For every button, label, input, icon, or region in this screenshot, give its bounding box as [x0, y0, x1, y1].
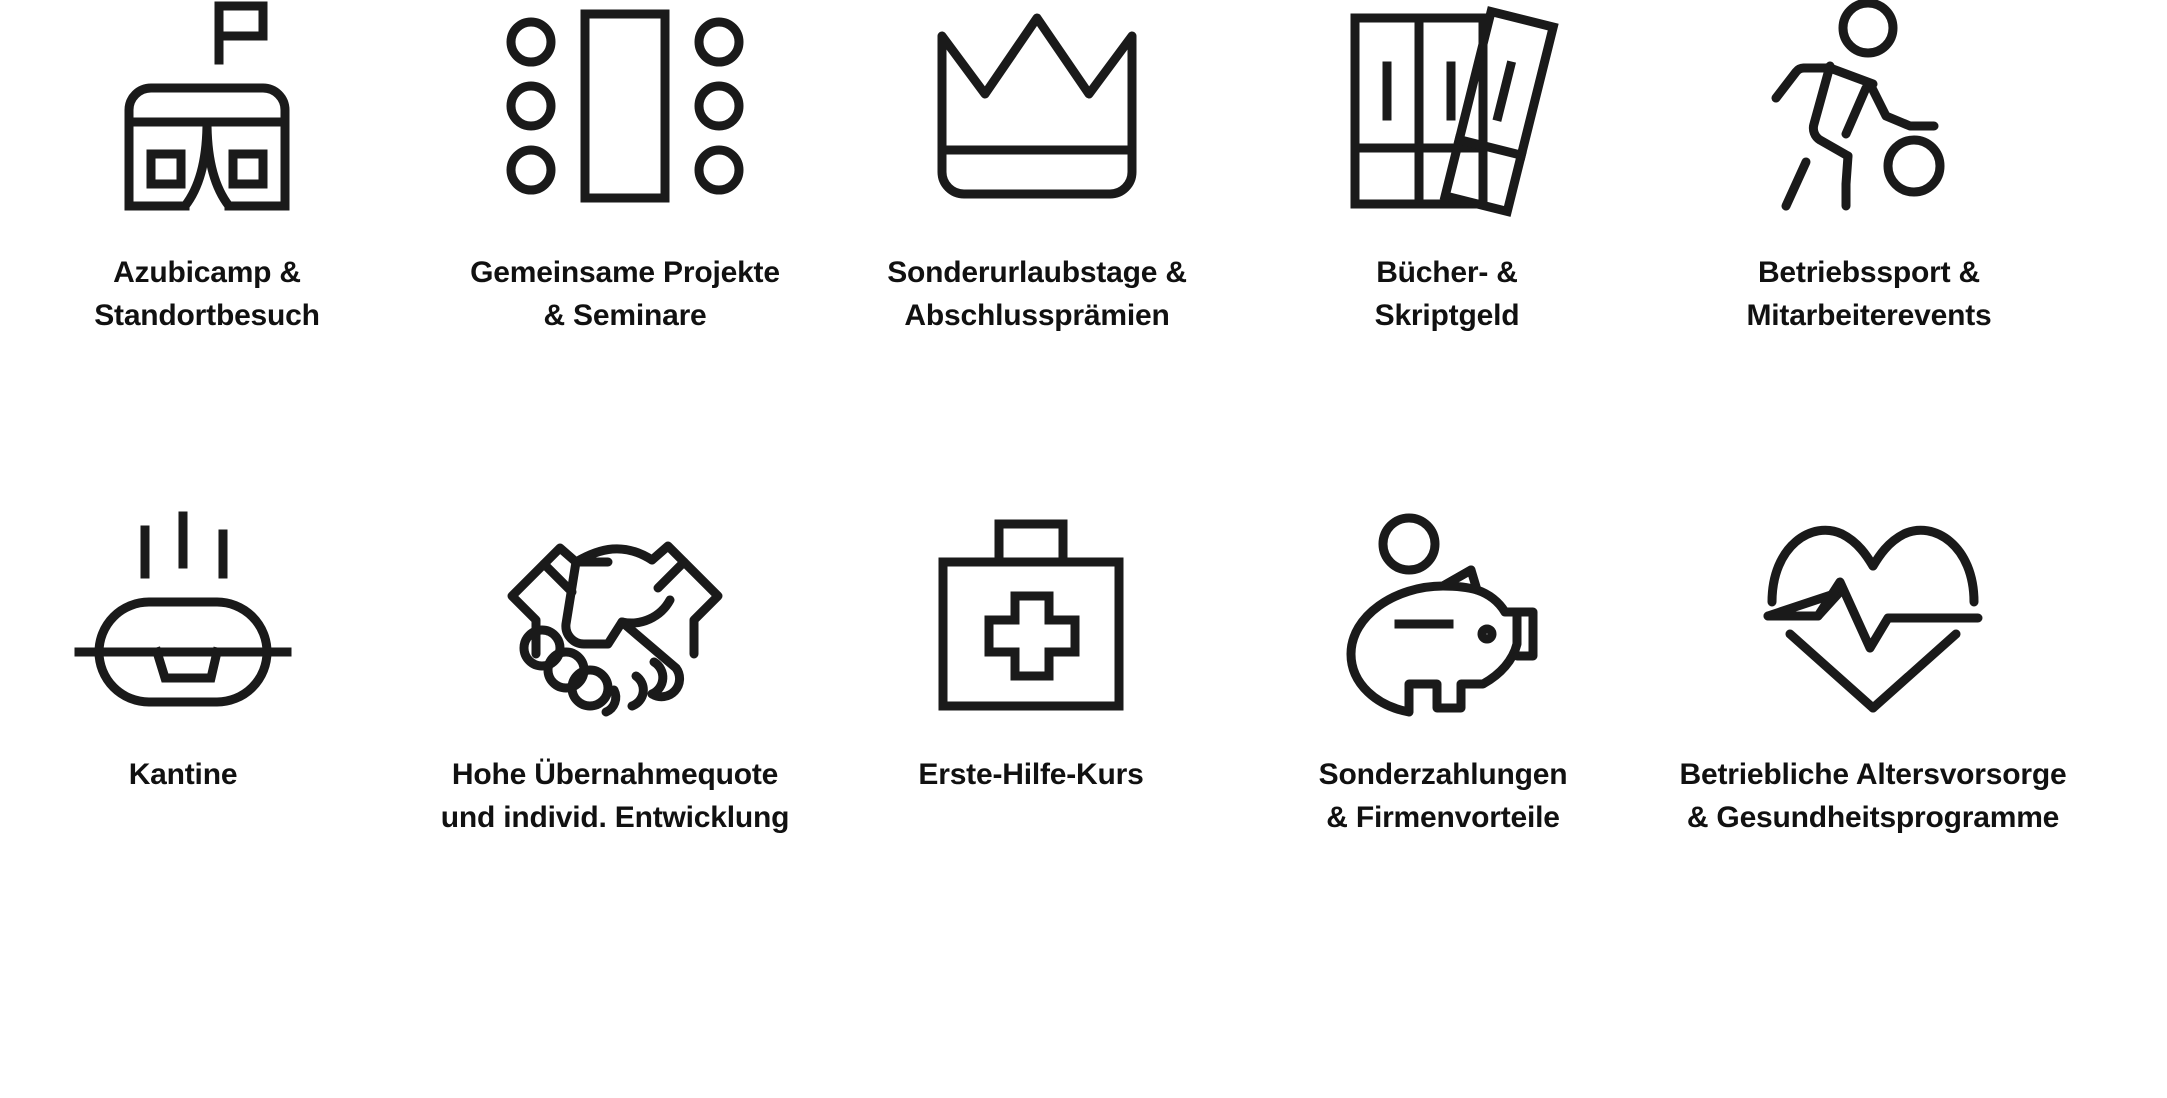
benefit-label-line2: und individ. Entwicklung	[440, 800, 790, 834]
benefit-item-altersvorsorge[interactable]: Betriebliche Altersvorsorge & Gesundheits…	[1666, 500, 2080, 839]
benefit-label-line2: & Gesundheitsprogramme	[1686, 800, 2060, 834]
lunch-box-icon-box	[74, 500, 292, 712]
benefit-item-gemeinsame-projekte[interactable]: Gemeinsame Projekte & Seminare	[418, 0, 832, 500]
first-aid-kit-icon-box	[937, 500, 1125, 712]
benefit-label-line2: Skriptgeld	[1374, 298, 1520, 332]
benefit-label-line1: Hohe Übernahmequote	[451, 758, 779, 791]
running-person-icon-box	[1758, 0, 1980, 212]
benefit-label: Azubicamp & Standortbesuch	[94, 252, 320, 337]
benefit-label-line2: & Seminare	[543, 298, 707, 332]
benefit-label-line1: Sonderzahlungen	[1318, 758, 1568, 791]
lunch-box-icon	[74, 511, 292, 707]
benefit-label-line1: Bücher- &	[1376, 256, 1518, 289]
benefit-label: Hohe Übernahmequote und individ. Entwickl…	[400, 754, 830, 839]
benefit-label-line2: Mitarbeiterevents	[1746, 298, 1992, 332]
benefit-label-line1: Erste-Hilfe-Kurs	[918, 758, 1144, 791]
first-aid-kit-icon	[938, 519, 1124, 711]
benefit-label-line2: & Firmenvorteile	[1326, 800, 1560, 834]
benefit-label-line1: Azubicamp &	[113, 256, 301, 289]
benefit-label-line2: Abschlussprämien	[904, 298, 1170, 332]
benefit-label: Betriebliche Altersvorsorge & Gesundheits…	[1658, 754, 2088, 839]
meeting-table-icon-box	[503, 0, 747, 212]
running-person-with-ball-icon	[1771, 0, 1945, 211]
crown-icon	[937, 13, 1137, 199]
crown-icon-box	[932, 0, 1142, 212]
benefit-item-kantine[interactable]: Kantine	[0, 500, 390, 839]
benefit-label: Erste-Hilfe-Kurs	[918, 754, 1143, 797]
benefit-item-betriebssport[interactable]: Betriebssport & Mitarbeiterevents	[1662, 0, 2076, 500]
tent-with-flag-icon-box	[107, 0, 307, 212]
benefit-item-buecher-skriptgeld[interactable]: Bücher- & Skriptgeld	[1240, 0, 1654, 500]
benefit-item-sonderurlaubstage[interactable]: Sonderurlaubstage & Abschlussprämien	[830, 0, 1244, 500]
benefit-label-line1: Sonderurlaubstage &	[887, 256, 1187, 289]
benefit-label-line1: Kantine	[128, 758, 238, 791]
benefits-grid: Azubicamp &Standortbesuch Gemeinsame	[0, 0, 2067, 839]
books-icon	[1350, 6, 1559, 217]
benefit-label: Betriebssport & Mitarbeiterevents	[1746, 252, 1991, 337]
piggy-bank-icon-box	[1337, 500, 1549, 717]
handshake-icon-box	[496, 500, 734, 717]
benefit-item-uebernahmequote[interactable]: Hohe Übernahmequote und individ. Entwickl…	[408, 500, 822, 839]
benefit-item-sonderzahlungen[interactable]: Sonderzahlungen & Firmenvorteile	[1236, 500, 1650, 839]
benefit-label-line1: Betriebliche Altersvorsorge	[1679, 758, 2067, 791]
books-icon-box	[1349, 0, 1559, 217]
benefit-label: Gemeinsame Projekte & Seminare	[470, 252, 780, 337]
benefit-label: Sonderzahlungen & Firmenvorteile	[1319, 754, 1568, 839]
benefit-label: Bücher- & Skriptgeld	[1375, 252, 1520, 337]
tent-with-flag-icon	[124, 1, 290, 211]
benefit-label: Kantine	[129, 754, 238, 797]
handshake-icon	[507, 541, 723, 717]
heart-pulse-icon-box	[1763, 500, 1983, 713]
heart-pulse-icon	[1763, 525, 1983, 713]
benefit-item-erste-hilfe-kurs[interactable]: Erste-Hilfe-Kurs	[824, 500, 1238, 839]
benefit-item-azubicamp[interactable]: Azubicamp & Standortbesuch	[0, 0, 414, 500]
benefit-label: Sonderurlaubstage & Abschlussprämien	[887, 252, 1187, 337]
benefit-label-line1: Gemeinsame Projekte	[470, 256, 780, 289]
benefit-label-line2: Standortbesuch	[94, 298, 320, 332]
meeting-table-icon	[506, 9, 744, 203]
benefit-label-line1: Betriebssport &	[1757, 256, 1981, 289]
piggy-bank-icon	[1346, 513, 1538, 717]
